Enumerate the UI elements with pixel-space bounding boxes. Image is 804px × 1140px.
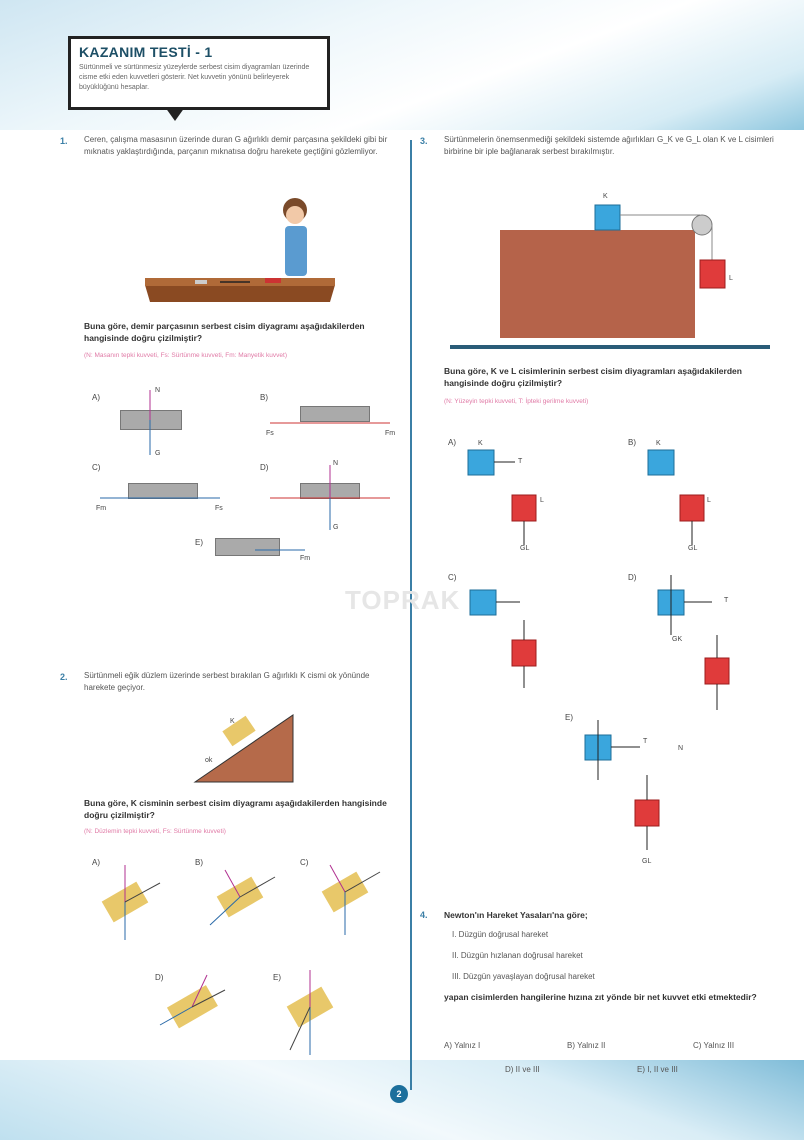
q1-c-arrows bbox=[100, 497, 220, 499]
q1-option-a[interactable]: A) bbox=[92, 393, 100, 402]
q1-e-block bbox=[215, 538, 280, 556]
vector-label-gk: GK bbox=[672, 636, 683, 643]
vector-label-t: T bbox=[518, 458, 523, 465]
q1-option-c[interactable]: C) bbox=[92, 463, 101, 472]
vector-label-k: K bbox=[656, 440, 661, 447]
vector-label-g: G bbox=[155, 450, 161, 457]
q1-question: Buna göre, demir parçasının serbest cisi… bbox=[84, 321, 365, 343]
q4-option-e[interactable]: E) I, II ve III bbox=[637, 1065, 678, 1074]
incline-body-label: K bbox=[230, 718, 235, 725]
q1-d-arrows bbox=[270, 465, 390, 530]
q3-figure-pulley-system bbox=[450, 204, 770, 349]
q3-option-b[interactable]: B) bbox=[628, 438, 636, 447]
vector-label-gl: GL bbox=[642, 858, 652, 865]
q1-figure-girl-table bbox=[145, 198, 335, 302]
q2-legend: (N: Düzlemin tepki kuvveti, Fs: Sürtünme… bbox=[84, 828, 226, 835]
vector-label-gl: GL bbox=[688, 545, 698, 552]
q1-a-arrows bbox=[149, 390, 151, 455]
q3-text: Sürtünmelerin önemsenmediği şekildeki si… bbox=[444, 135, 774, 156]
q3-question: Buna göre, K ve L cisimlerinin serbest c… bbox=[444, 366, 742, 388]
vector-label-fm: Fm bbox=[300, 555, 311, 562]
vector-label-fs: Fs bbox=[215, 505, 223, 512]
q4-text: Newton'ın Hareket Yasaları'na göre; bbox=[444, 910, 588, 920]
watermark: TOPRAK bbox=[345, 585, 461, 615]
q2-option-d[interactable]: D) bbox=[155, 973, 164, 982]
figure-label-l: L bbox=[729, 275, 733, 282]
vector-label-fm: Fm bbox=[96, 505, 107, 512]
vector-label-l: L bbox=[707, 497, 711, 504]
page-number: 2 bbox=[390, 1085, 408, 1103]
q1-a-block bbox=[120, 410, 182, 430]
q3-option-e[interactable]: E) bbox=[565, 713, 573, 722]
q4-option-d[interactable]: D) II ve III bbox=[505, 1065, 540, 1074]
q2-option-a[interactable]: A) bbox=[92, 858, 100, 867]
q4-option-c[interactable]: C) Yalnız III bbox=[693, 1041, 735, 1050]
q1-option-d[interactable]: D) bbox=[260, 463, 269, 472]
q1-b-arrows bbox=[270, 422, 390, 424]
q1-text: Ceren, çalışma masasının üzerinde duran … bbox=[84, 135, 388, 156]
q2-number: 2. bbox=[60, 672, 68, 682]
q4-item-3: III. Düzgün yavaşlayan doğrusal hareket bbox=[452, 972, 595, 981]
speech-tail bbox=[165, 107, 185, 121]
objective-text: Sürtünmeli ve sürtünmesiz yüzeylerde ser… bbox=[79, 64, 310, 91]
q4-question: yapan cisimlerden hangilerine hızına zıt… bbox=[444, 992, 757, 1002]
q1-legend: (N: Masanın tepki kuvveti, Fs: Sürtünme … bbox=[84, 352, 288, 359]
q3-legend: (N: Yüzeyin tepki kuvveti, T: İpteki ger… bbox=[444, 398, 589, 405]
q1-e-arrows bbox=[255, 549, 305, 551]
q2-figure-incline bbox=[193, 714, 294, 783]
q2-option-diagrams bbox=[101, 864, 381, 1055]
q1-b-block bbox=[300, 406, 370, 422]
q4-option-b[interactable]: B) Yalnız II bbox=[567, 1041, 606, 1050]
vector-label-n: N bbox=[678, 745, 684, 752]
q4-item-1: I. Düzgün doğrusal hareket bbox=[452, 930, 549, 939]
q2-option-c[interactable]: C) bbox=[300, 858, 309, 867]
q3-option-c[interactable]: C) bbox=[448, 573, 457, 582]
q1-option-e[interactable]: E) bbox=[195, 538, 203, 547]
vector-label-t: T bbox=[643, 738, 648, 745]
q4-number: 4. bbox=[420, 910, 428, 920]
q1-option-b[interactable]: B) bbox=[260, 393, 268, 402]
vector-label-k: K bbox=[478, 440, 483, 447]
vector-label-t: T bbox=[724, 597, 729, 604]
column-divider bbox=[410, 140, 412, 1090]
q2-option-b[interactable]: B) bbox=[195, 858, 203, 867]
vector-label-gl: GL bbox=[520, 545, 530, 552]
objective-box: KAZANIM TESTİ - 1 Sürtünmeli ve sürtünme… bbox=[68, 36, 330, 110]
incline-arrow-label: ok bbox=[205, 757, 213, 764]
q2-option-e[interactable]: E) bbox=[273, 973, 281, 982]
q2-text: Sürtünmeli eğik düzlem üzerinde serbest … bbox=[84, 671, 370, 692]
q2-question: Buna göre, K cisminin serbest cisim diya… bbox=[84, 798, 387, 820]
q3-option-a[interactable]: A) bbox=[448, 438, 456, 447]
q3-number: 3. bbox=[420, 136, 428, 146]
q4-item-2: II. Düzgün hızlanan doğrusal hareket bbox=[452, 951, 583, 960]
vector-label-l: L bbox=[540, 497, 544, 504]
q1-number: 1. bbox=[60, 136, 68, 146]
q3-option-d[interactable]: D) bbox=[628, 573, 637, 582]
vector-label-n: N bbox=[155, 387, 161, 394]
test-title: KAZANIM TESTİ - 1 bbox=[79, 44, 213, 60]
vector-label-g: G bbox=[333, 524, 339, 531]
figure-label-k: K bbox=[603, 193, 608, 200]
vector-label-n: N bbox=[333, 460, 339, 467]
q3-option-diagrams bbox=[467, 449, 730, 850]
q4-option-a[interactable]: A) Yalnız I bbox=[444, 1041, 481, 1050]
vector-label-fs: Fs bbox=[266, 430, 274, 437]
vector-label-fm: Fm bbox=[385, 430, 396, 437]
